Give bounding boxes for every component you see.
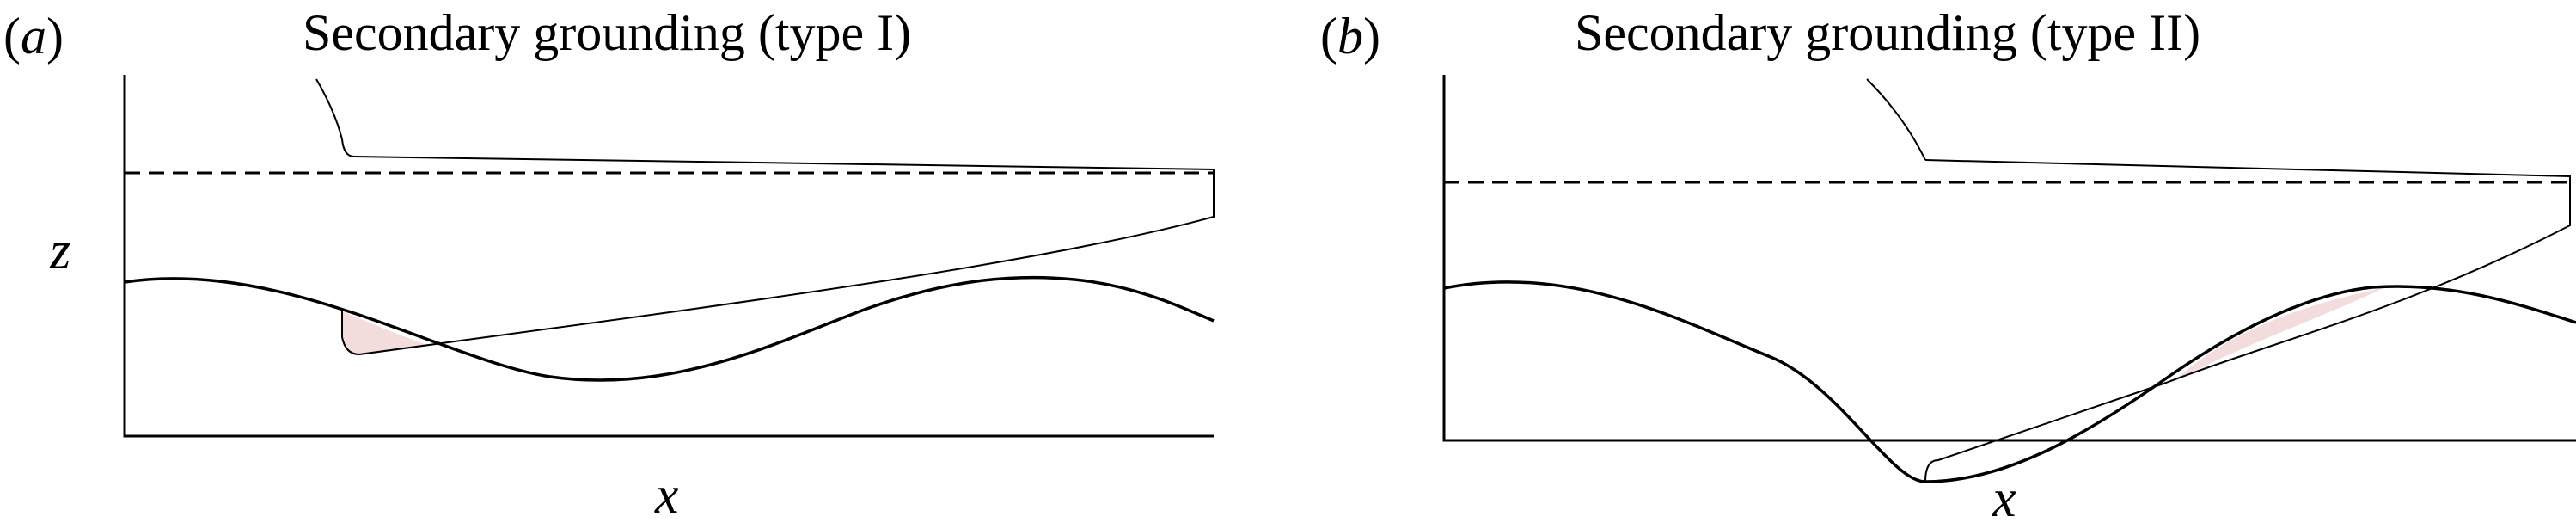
panel-a-label: (a) <box>3 8 64 65</box>
panel-b-ice-sheet <box>1924 159 2571 483</box>
panel-a-ice-sheet <box>341 138 1215 356</box>
panel-b-leader-line <box>1866 78 1926 161</box>
panel-b-axes <box>1442 75 2576 442</box>
panel-a-label-letter: a <box>21 8 46 65</box>
panel-a: (a) Secondary grounding (type I) z x <box>3 4 1215 525</box>
panel-a-ylabel: z <box>49 222 70 280</box>
panel-b-xlabel: x <box>1992 470 2016 528</box>
panel-b-label-letter: b <box>1337 8 1363 65</box>
panel-a-xlabel: x <box>654 466 679 525</box>
panel-a-axes <box>123 75 1214 438</box>
panel-a-title: Secondary grounding (type I) <box>303 4 911 61</box>
panel-a-grounded-region <box>342 311 430 354</box>
panel-a-leader-line <box>315 78 343 140</box>
panel-b-bed <box>1443 280 2576 483</box>
panel-a-bed <box>124 275 1215 382</box>
panel-b-grounded-region <box>2170 287 2385 384</box>
panel-b-label: (b) <box>1320 8 1380 65</box>
panel-b-title: Secondary grounding (type II) <box>1575 4 2200 61</box>
panel-b: (b) Secondary grounding (type II) x <box>1320 4 2576 528</box>
